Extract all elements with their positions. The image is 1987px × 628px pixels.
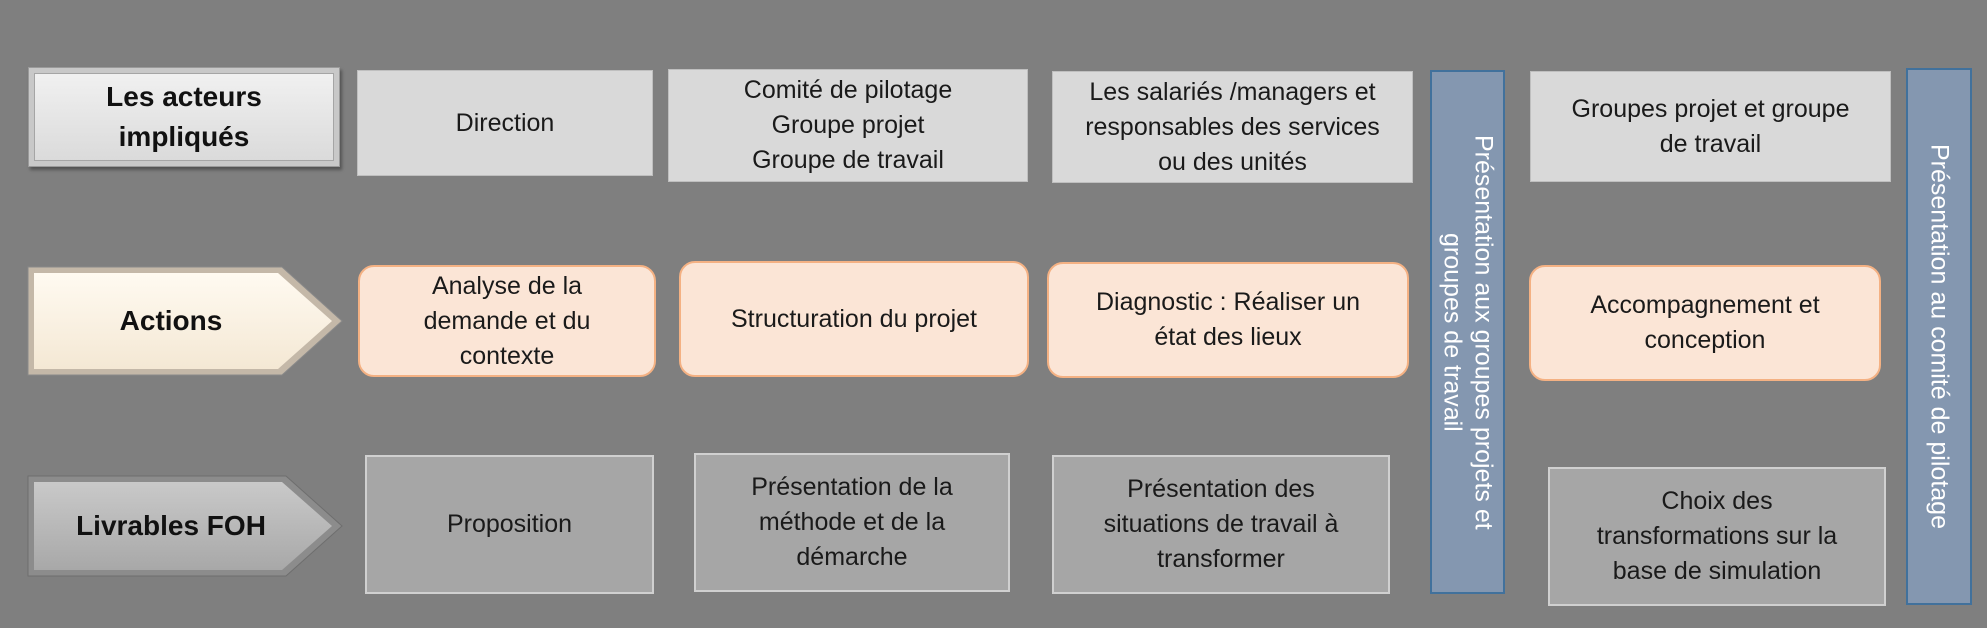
deliverable-box-3: Présentation des situations de travail à… xyxy=(1052,455,1390,594)
deliverable-box-4: Choix des transformations sur la base de… xyxy=(1548,467,1886,606)
presentation-bar-groups: Présentation aux groupes projets et grou… xyxy=(1430,70,1505,594)
row-header-actors: Les acteurs impliqués xyxy=(28,67,340,167)
presentation-bar-steering: Présentation au comité de pilotage xyxy=(1906,68,1972,605)
row-header-actions: Actions xyxy=(26,265,344,377)
deliverable-box-1: Proposition xyxy=(365,455,654,594)
action-box-1: Analyse de la demande et du contexte xyxy=(358,265,656,377)
row-header-deliverables-label: Livrables FOH xyxy=(76,510,266,541)
row-header-deliverables: Livrables FOH xyxy=(26,474,344,578)
action-box-4: Accompagnement et conception xyxy=(1529,265,1881,381)
deliverables-arrow-shape xyxy=(27,475,343,577)
actor-box-1: Direction xyxy=(357,70,653,176)
row-header-actors-label: Les acteurs impliqués xyxy=(106,81,262,152)
actor-box-2: Comité de pilotage Groupe projet Groupe … xyxy=(668,69,1028,182)
presentation-bar-groups-label: Présentation aux groupes projets et grou… xyxy=(1438,134,1498,530)
row-header-actions-label: Actions xyxy=(119,305,223,336)
actor-box-4: Groupes projet et groupe de travail xyxy=(1530,71,1891,182)
actions-arrow-shape xyxy=(27,266,343,376)
deliverable-box-2: Présentation de la méthode et de la déma… xyxy=(694,453,1010,592)
presentation-bar-steering-label: Présentation au comité de pilotage xyxy=(1925,144,1954,529)
actor-box-3: Les salariés /managers et responsables d… xyxy=(1052,71,1413,183)
action-box-3: Diagnostic : Réaliser un état des lieux xyxy=(1047,262,1409,378)
action-box-2: Structuration du projet xyxy=(679,261,1029,377)
